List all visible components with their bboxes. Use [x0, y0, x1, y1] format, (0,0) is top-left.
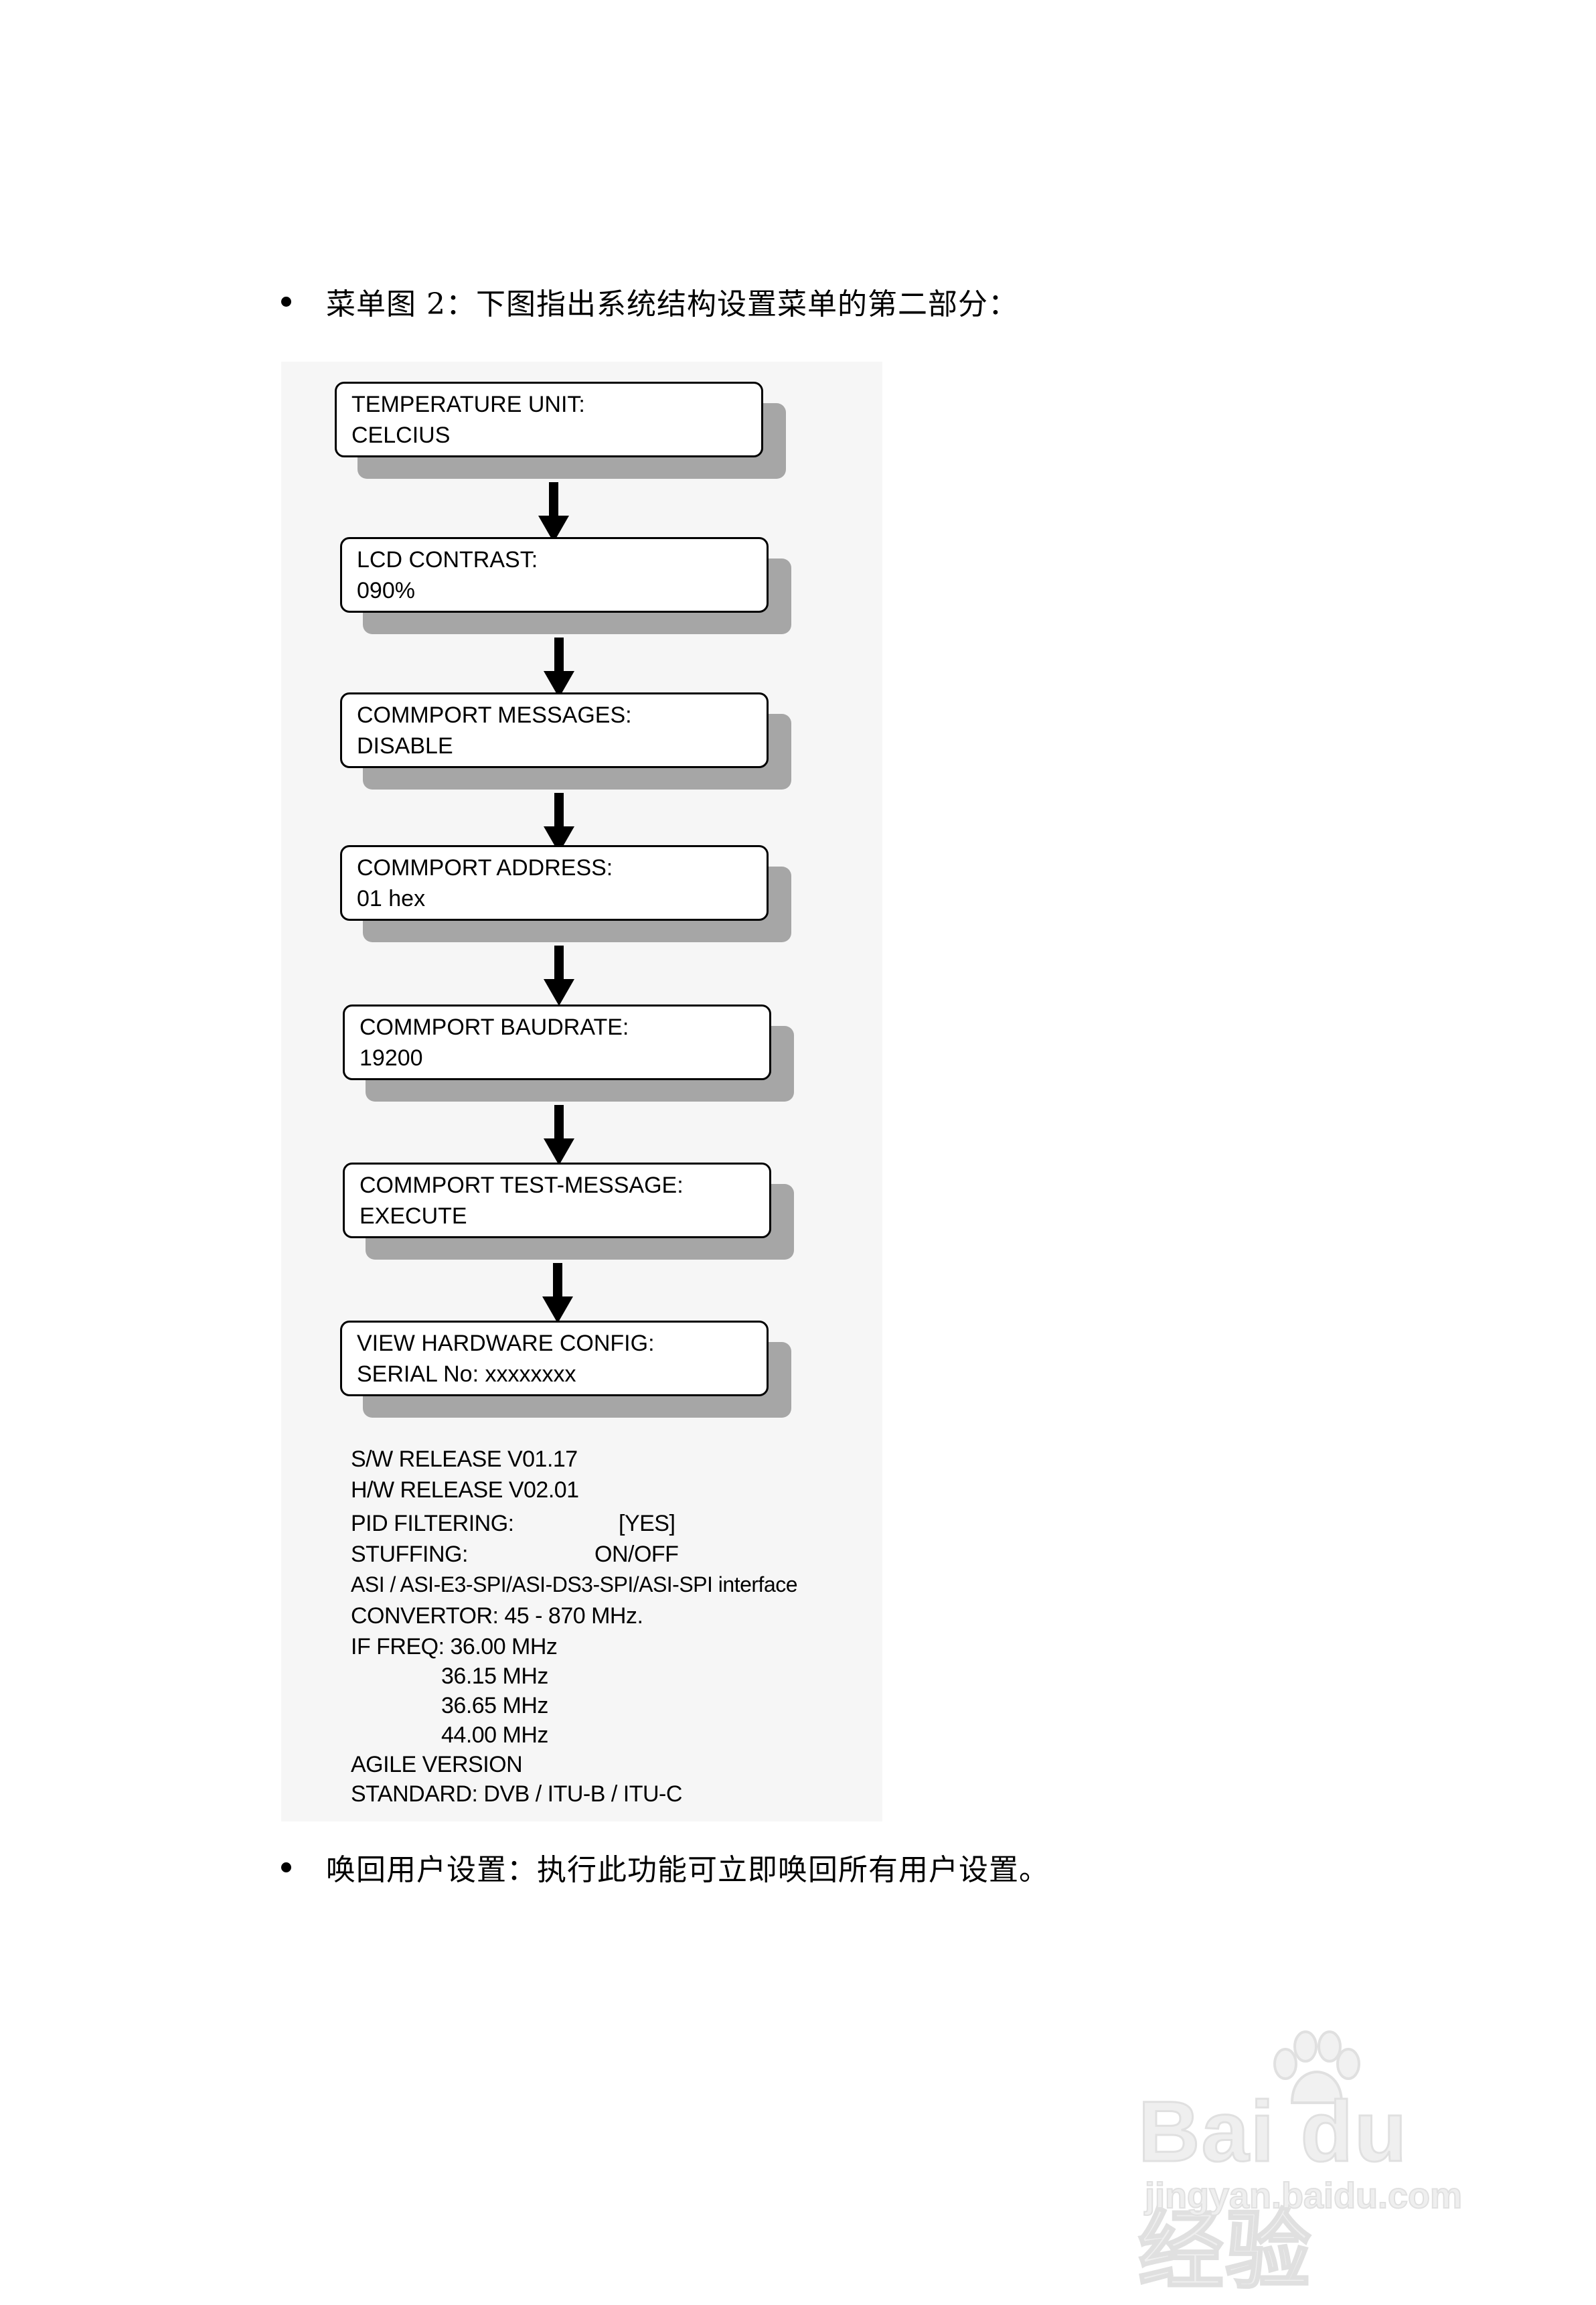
lcd-screen: COMMPORT MESSAGES: DISABLE	[340, 692, 769, 768]
menu-value: 01 hex	[357, 886, 426, 911]
pid-filtering-value: [YES]	[619, 1511, 675, 1536]
down-arrow-icon	[544, 638, 574, 698]
watermark-url: jingyan.baidu.com	[1144, 2175, 1463, 2217]
paw-logo-icon	[1273, 2030, 1360, 2104]
outro-bullet: 唤回用户设置：执行此功能可立即唤回所有用户设置。	[281, 1847, 1049, 1887]
bullet-dot	[281, 296, 291, 307]
menu-value: DISABLE	[357, 733, 453, 759]
menu-title: COMMPORT ADDRESS:	[357, 855, 613, 881]
if-freq-line: IF FREQ: 36.00 MHz	[351, 1634, 558, 1660]
menu-value: EXECUTE	[360, 1203, 467, 1229]
menu-screen-box: VIEW HARDWARE CONFIG: SERIAL No: xxxxxxxx	[340, 1321, 791, 1418]
lcd-screen: TEMPERATURE UNIT: CELCIUS	[335, 382, 763, 457]
down-arrow-icon	[544, 1105, 574, 1165]
convertor-line: CONVERTOR: 45 - 870 MHz.	[351, 1603, 643, 1629]
pid-filtering-line: PID FILTERING: [YES]	[351, 1511, 699, 1537]
lcd-screen: COMMPORT BAUDRATE: 19200	[343, 1005, 771, 1080]
lcd-screen: COMMPORT TEST-MESSAGE: EXECUTE	[343, 1163, 771, 1238]
menu-value: 19200	[360, 1045, 423, 1071]
down-arrow-icon	[544, 793, 574, 853]
if-freq-value: 44.00 MHz	[441, 1722, 548, 1748]
menu-value: 090%	[357, 578, 415, 603]
menu-screen-box: COMMPORT MESSAGES: DISABLE	[340, 692, 791, 790]
menu-screen-box: COMMPORT ADDRESS: 01 hex	[340, 845, 791, 942]
menu-screen-box: LCD CONTRAST: 090%	[340, 537, 791, 634]
menu-screen-box: TEMPERATURE UNIT: CELCIUS	[335, 382, 786, 479]
lcd-screen: COMMPORT ADDRESS: 01 hex	[340, 845, 769, 921]
menu-title: COMMPORT TEST-MESSAGE:	[360, 1173, 684, 1198]
hw-release-line: H/W RELEASE V02.01	[351, 1477, 579, 1503]
baidu-watermark: Bai du 经验 jingyan.baidu.com	[1137, 2029, 1513, 2300]
if-freq-value: 36.00 MHz	[450, 1634, 558, 1659]
stuffing-label: STUFFING:	[351, 1542, 468, 1567]
agile-version-line: AGILE VERSION	[351, 1752, 523, 1777]
down-arrow-icon	[544, 946, 574, 1006]
pid-filtering-label: PID FILTERING:	[351, 1511, 514, 1536]
intro-bullet: 菜单图 2：下图指出系统结构设置菜单的第二部分：	[281, 281, 1018, 321]
if-freq-label: IF FREQ:	[351, 1634, 445, 1659]
document-page: 菜单图 2：下图指出系统结构设置菜单的第二部分： TEMPERATURE UNI…	[281, 281, 1513, 2300]
lcd-screen: VIEW HARDWARE CONFIG: SERIAL No: xxxxxxxx	[340, 1321, 769, 1396]
bullet-dot	[281, 1862, 291, 1872]
sw-release-line: S/W RELEASE V01.17	[351, 1446, 578, 1472]
lcd-screen: LCD CONTRAST: 090%	[340, 537, 769, 613]
if-freq-value: 36.65 MHz	[441, 1693, 548, 1718]
menu-title: COMMPORT MESSAGES:	[357, 702, 632, 728]
down-arrow-icon	[542, 1263, 573, 1323]
down-arrow-icon	[538, 482, 569, 542]
menu-value: CELCIUS	[351, 423, 451, 448]
if-freq-value: 36.15 MHz	[441, 1663, 548, 1689]
stuffing-value: ON/OFF	[594, 1542, 679, 1567]
menu-screen-box: COMMPORT BAUDRATE: 19200	[343, 1005, 794, 1102]
menu-title: COMMPORT BAUDRATE:	[360, 1015, 629, 1040]
menu-value: SERIAL No: xxxxxxxx	[357, 1361, 576, 1387]
menu-title: VIEW HARDWARE CONFIG:	[357, 1331, 655, 1356]
outro-text: 唤回用户设置：执行此功能可立即唤回所有用户设置。	[326, 1853, 1049, 1887]
menu-screen-box: COMMPORT TEST-MESSAGE: EXECUTE	[343, 1163, 794, 1260]
menu-title: TEMPERATURE UNIT:	[351, 392, 585, 417]
stuffing-line: STUFFING: ON/OFF	[351, 1542, 699, 1568]
menu-title: LCD CONTRAST:	[357, 547, 538, 573]
interface-line: ASI / ASI-E3-SPI/ASI-DS3-SPI/ASI-SPI int…	[351, 1572, 798, 1596]
standard-line: STANDARD: DVB / ITU-B / ITU-C	[351, 1781, 682, 1807]
intro-text: 菜单图 2：下图指出系统结构设置菜单的第二部分：	[326, 287, 1018, 321]
